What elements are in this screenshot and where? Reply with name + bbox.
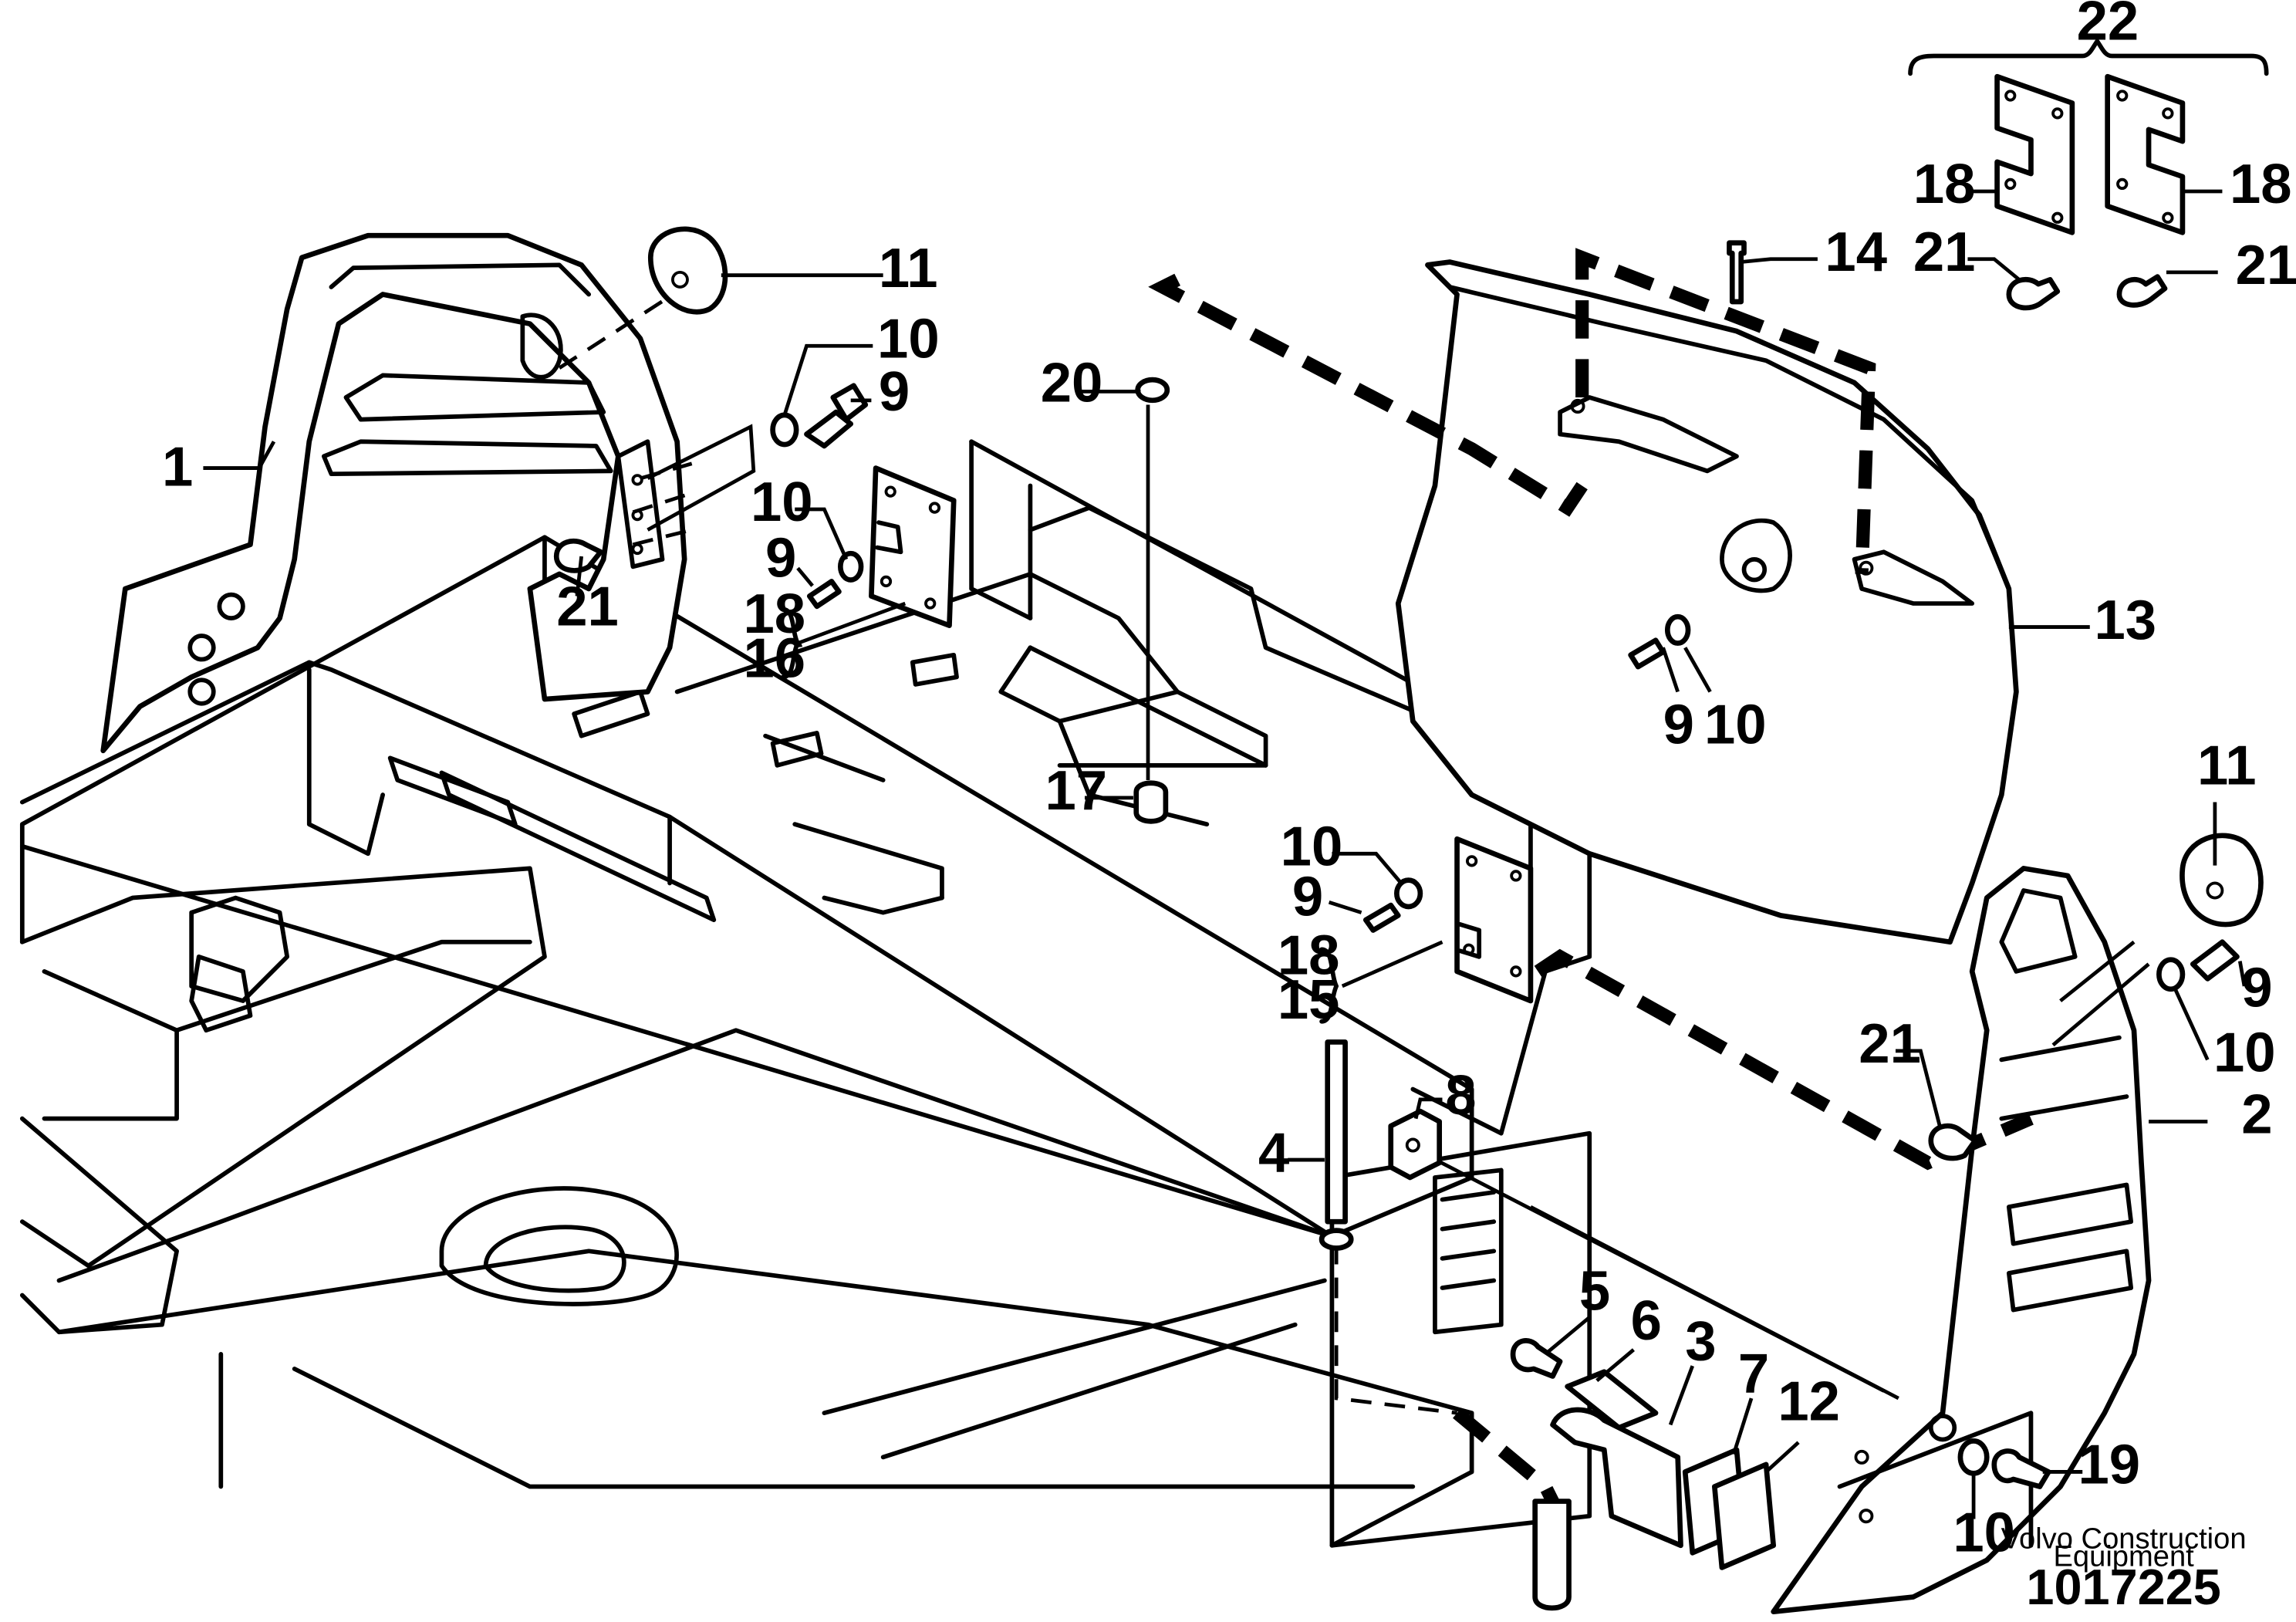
callout-21-kit-left: 21 xyxy=(1913,221,1976,283)
callout-11-top: 11 xyxy=(879,237,938,299)
callout-4: 4 xyxy=(1258,1121,1289,1184)
callout-9-right: 9 xyxy=(2241,957,2272,1019)
part-11-cap-left xyxy=(647,226,728,315)
bolt-9-a xyxy=(804,383,869,449)
part-13-counterweight xyxy=(1395,259,2019,945)
callout-12: 12 xyxy=(1778,1370,1840,1433)
part-11-cap-right xyxy=(2180,833,2264,928)
callout-19: 19 xyxy=(2078,1434,2141,1496)
connector-dash-4 xyxy=(1334,1243,1457,1415)
guide-1-9 xyxy=(647,424,756,532)
rod-4 xyxy=(1325,1039,1348,1225)
brace-18-15 xyxy=(1319,947,1339,1024)
shim-12 xyxy=(1712,1461,1777,1570)
plate-6 xyxy=(1565,1369,1659,1431)
callout-8: 8 xyxy=(1445,1064,1476,1127)
connector-dash-1 xyxy=(558,285,686,370)
bolt-9-e xyxy=(2190,939,2240,982)
nut-17 xyxy=(1133,780,1169,824)
bolt-5 xyxy=(1510,1338,1563,1379)
bolt-21-b xyxy=(1928,1123,1978,1161)
brace-18-16 xyxy=(781,607,800,680)
callout-10-top: 10 xyxy=(877,308,940,370)
callout-10-plate16: 10 xyxy=(751,471,813,533)
connector-dash-15 xyxy=(1534,948,2034,1171)
bolt-19 xyxy=(1991,1448,2051,1489)
washer-10-d xyxy=(1664,613,1691,646)
callout-2: 2 xyxy=(2241,1083,2272,1146)
callout-20: 20 xyxy=(1041,352,1103,414)
drawing-number: 1017225 xyxy=(2026,1559,2220,1615)
callout-9-top: 9 xyxy=(879,360,910,423)
callout-18-kit-left: 18 xyxy=(1913,153,1976,215)
washer-10-b xyxy=(838,550,864,583)
callout-9-cw: 9 xyxy=(1663,693,1694,755)
connector-dash-20 xyxy=(1148,273,1588,517)
bolt-21-kit-left xyxy=(2006,276,2061,311)
washer-10-a xyxy=(770,412,799,448)
part-1-left-side-cover xyxy=(100,232,687,754)
callout-labels: 1 11 10 9 21 10 9 18 16 20 17 14 9 10 13… xyxy=(162,0,2296,1563)
bolt-9-b xyxy=(806,579,842,610)
callout-21-left: 21 xyxy=(556,576,619,638)
callout-17: 17 xyxy=(1045,759,1107,822)
kit-22 xyxy=(1908,39,2269,311)
brand-line-2: Equipment xyxy=(2053,1540,2194,1573)
callout-15: 15 xyxy=(1278,968,1340,1031)
callout-10-right: 10 xyxy=(2213,1022,2276,1084)
guide-panel-2 xyxy=(1529,1205,1899,1401)
guide-2-hole xyxy=(2051,940,2150,1047)
callout-10-cw: 10 xyxy=(1704,693,1767,755)
callout-3: 3 xyxy=(1685,1309,1716,1372)
block-8 xyxy=(1388,1108,1443,1181)
callout-9-plate16: 9 xyxy=(765,527,796,590)
part-2-right-side-cover xyxy=(1771,866,2152,1614)
callout-6: 6 xyxy=(1631,1289,1662,1352)
bolt-9-c xyxy=(1362,902,1401,933)
bolt-21-a xyxy=(553,539,603,573)
callout-9-plate15: 9 xyxy=(1292,865,1323,928)
washer-20 xyxy=(1135,377,1170,404)
callout-22: 22 xyxy=(2077,0,2139,52)
washer-10-e xyxy=(1957,1438,1990,1476)
callout-21-right: 21 xyxy=(1859,1012,1921,1075)
callout-1: 1 xyxy=(162,435,193,498)
callout-10-bottom: 10 xyxy=(1953,1501,2015,1563)
chassis-frame xyxy=(19,439,1592,1548)
plate-16 xyxy=(869,465,957,629)
leader-lines xyxy=(203,189,2247,1519)
callout-7: 7 xyxy=(1738,1342,1769,1404)
bolt-21-kit-right xyxy=(2116,274,2168,308)
callout-5: 5 xyxy=(1579,1260,1610,1323)
callout-18-kit-right: 18 xyxy=(2230,153,2292,215)
hinge-pin xyxy=(1532,1499,1572,1611)
connector-dash-14 xyxy=(1575,248,1876,575)
callout-21-kit-right: 21 xyxy=(2236,234,2296,296)
callout-14: 14 xyxy=(1825,221,1887,283)
callout-11-right: 11 xyxy=(2197,735,2257,797)
brand-line-1: Volvo Construction xyxy=(2001,1522,2247,1556)
washer-10-c xyxy=(1394,877,1423,910)
hinge-3 xyxy=(1550,1407,1683,1549)
callout-10-plate15: 10 xyxy=(1281,816,1343,878)
callout-13: 13 xyxy=(2094,589,2156,651)
washer-10-f xyxy=(2156,957,2186,992)
